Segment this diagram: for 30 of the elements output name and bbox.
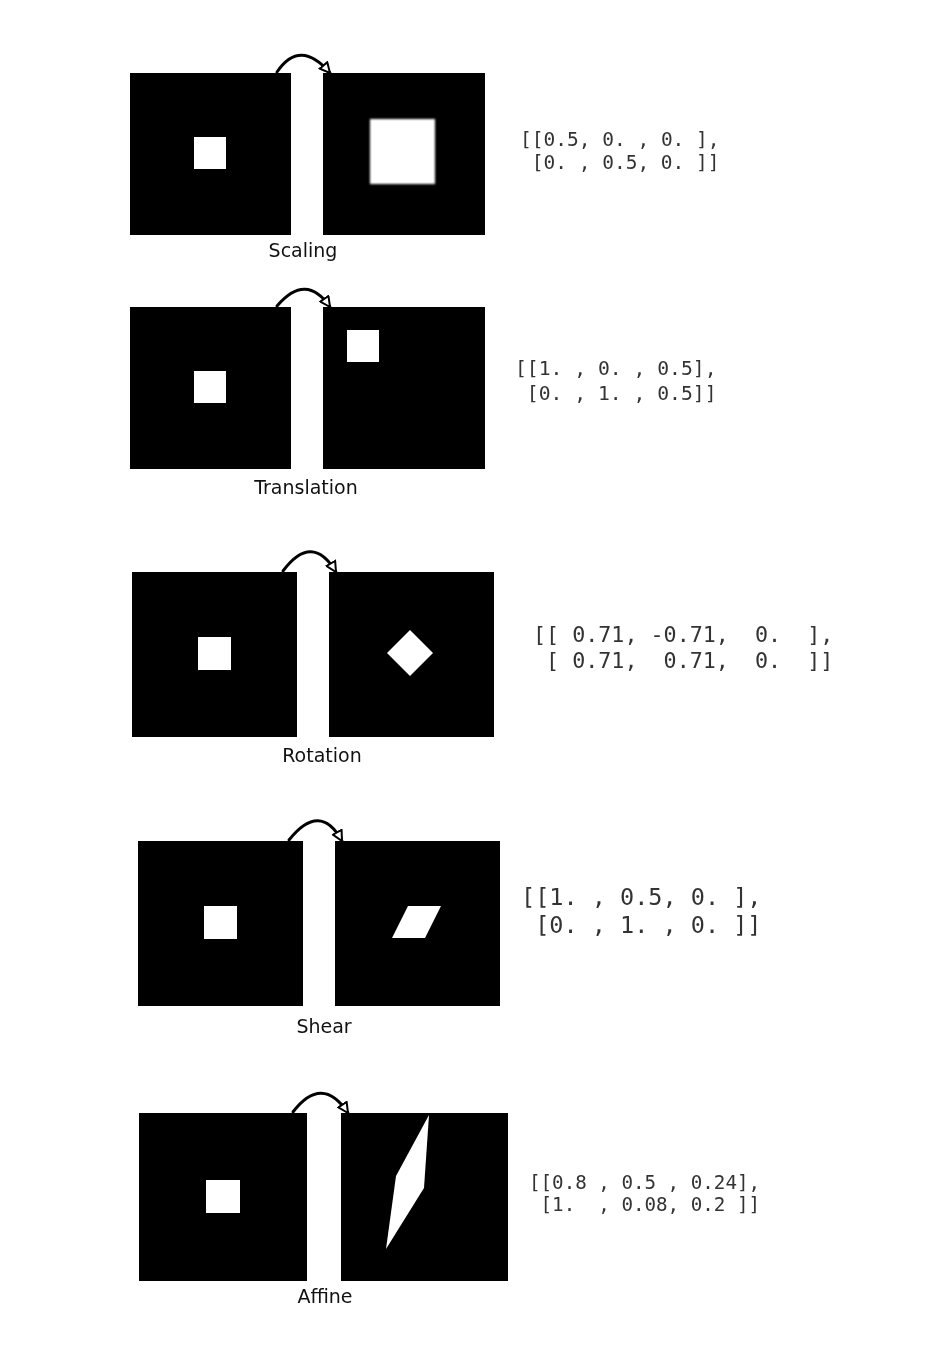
matrix-row: [ 0.71, 0.71, 0. ]] — [546, 647, 834, 674]
matrix-row: [[1. , 0. , 0.5], — [515, 357, 717, 381]
parallelogram-image-drawing — [341, 1113, 508, 1281]
curved-arrow — [275, 53, 332, 75]
curved-arrow — [287, 819, 344, 843]
caption: Rotation — [282, 743, 362, 767]
parallelogram-image-drawing — [335, 841, 500, 1006]
curved-arrow — [275, 287, 332, 309]
matrix-row: [[1. , 0.5, 0. ], — [521, 882, 762, 912]
matrix-row: [[0.5, 0. , 0. ], — [520, 128, 720, 152]
matrix-row: [1. , 0.08, 0.2 ]] — [540, 1193, 761, 1217]
square-image-drawing — [138, 841, 303, 1006]
diamond-image-drawing — [329, 572, 494, 737]
square-image-drawing — [130, 73, 291, 235]
caption: Affine — [297, 1284, 353, 1308]
square-image-drawing — [130, 307, 291, 469]
matrix-row: [0. , 0.5, 0. ]] — [531, 151, 720, 175]
square-image-drawing — [132, 572, 297, 737]
square-image-drawing — [323, 73, 485, 235]
matrix-row: [0. , 1. , 0.5]] — [526, 382, 717, 406]
square-image-drawing — [139, 1113, 307, 1281]
matrix-row: [0. , 1. , 0. ]] — [535, 910, 762, 940]
curved-arrow — [281, 550, 338, 574]
caption: Translation — [254, 475, 358, 499]
curved-arrow — [291, 1091, 350, 1115]
caption: Scaling — [268, 238, 338, 262]
matrix-row: [[ 0.71, -0.71, 0. ], — [533, 621, 834, 648]
square-image-drawing — [323, 307, 485, 469]
caption: Shear — [296, 1014, 352, 1038]
matrix-row: [[0.8 , 0.5 , 0.24], — [529, 1171, 761, 1195]
